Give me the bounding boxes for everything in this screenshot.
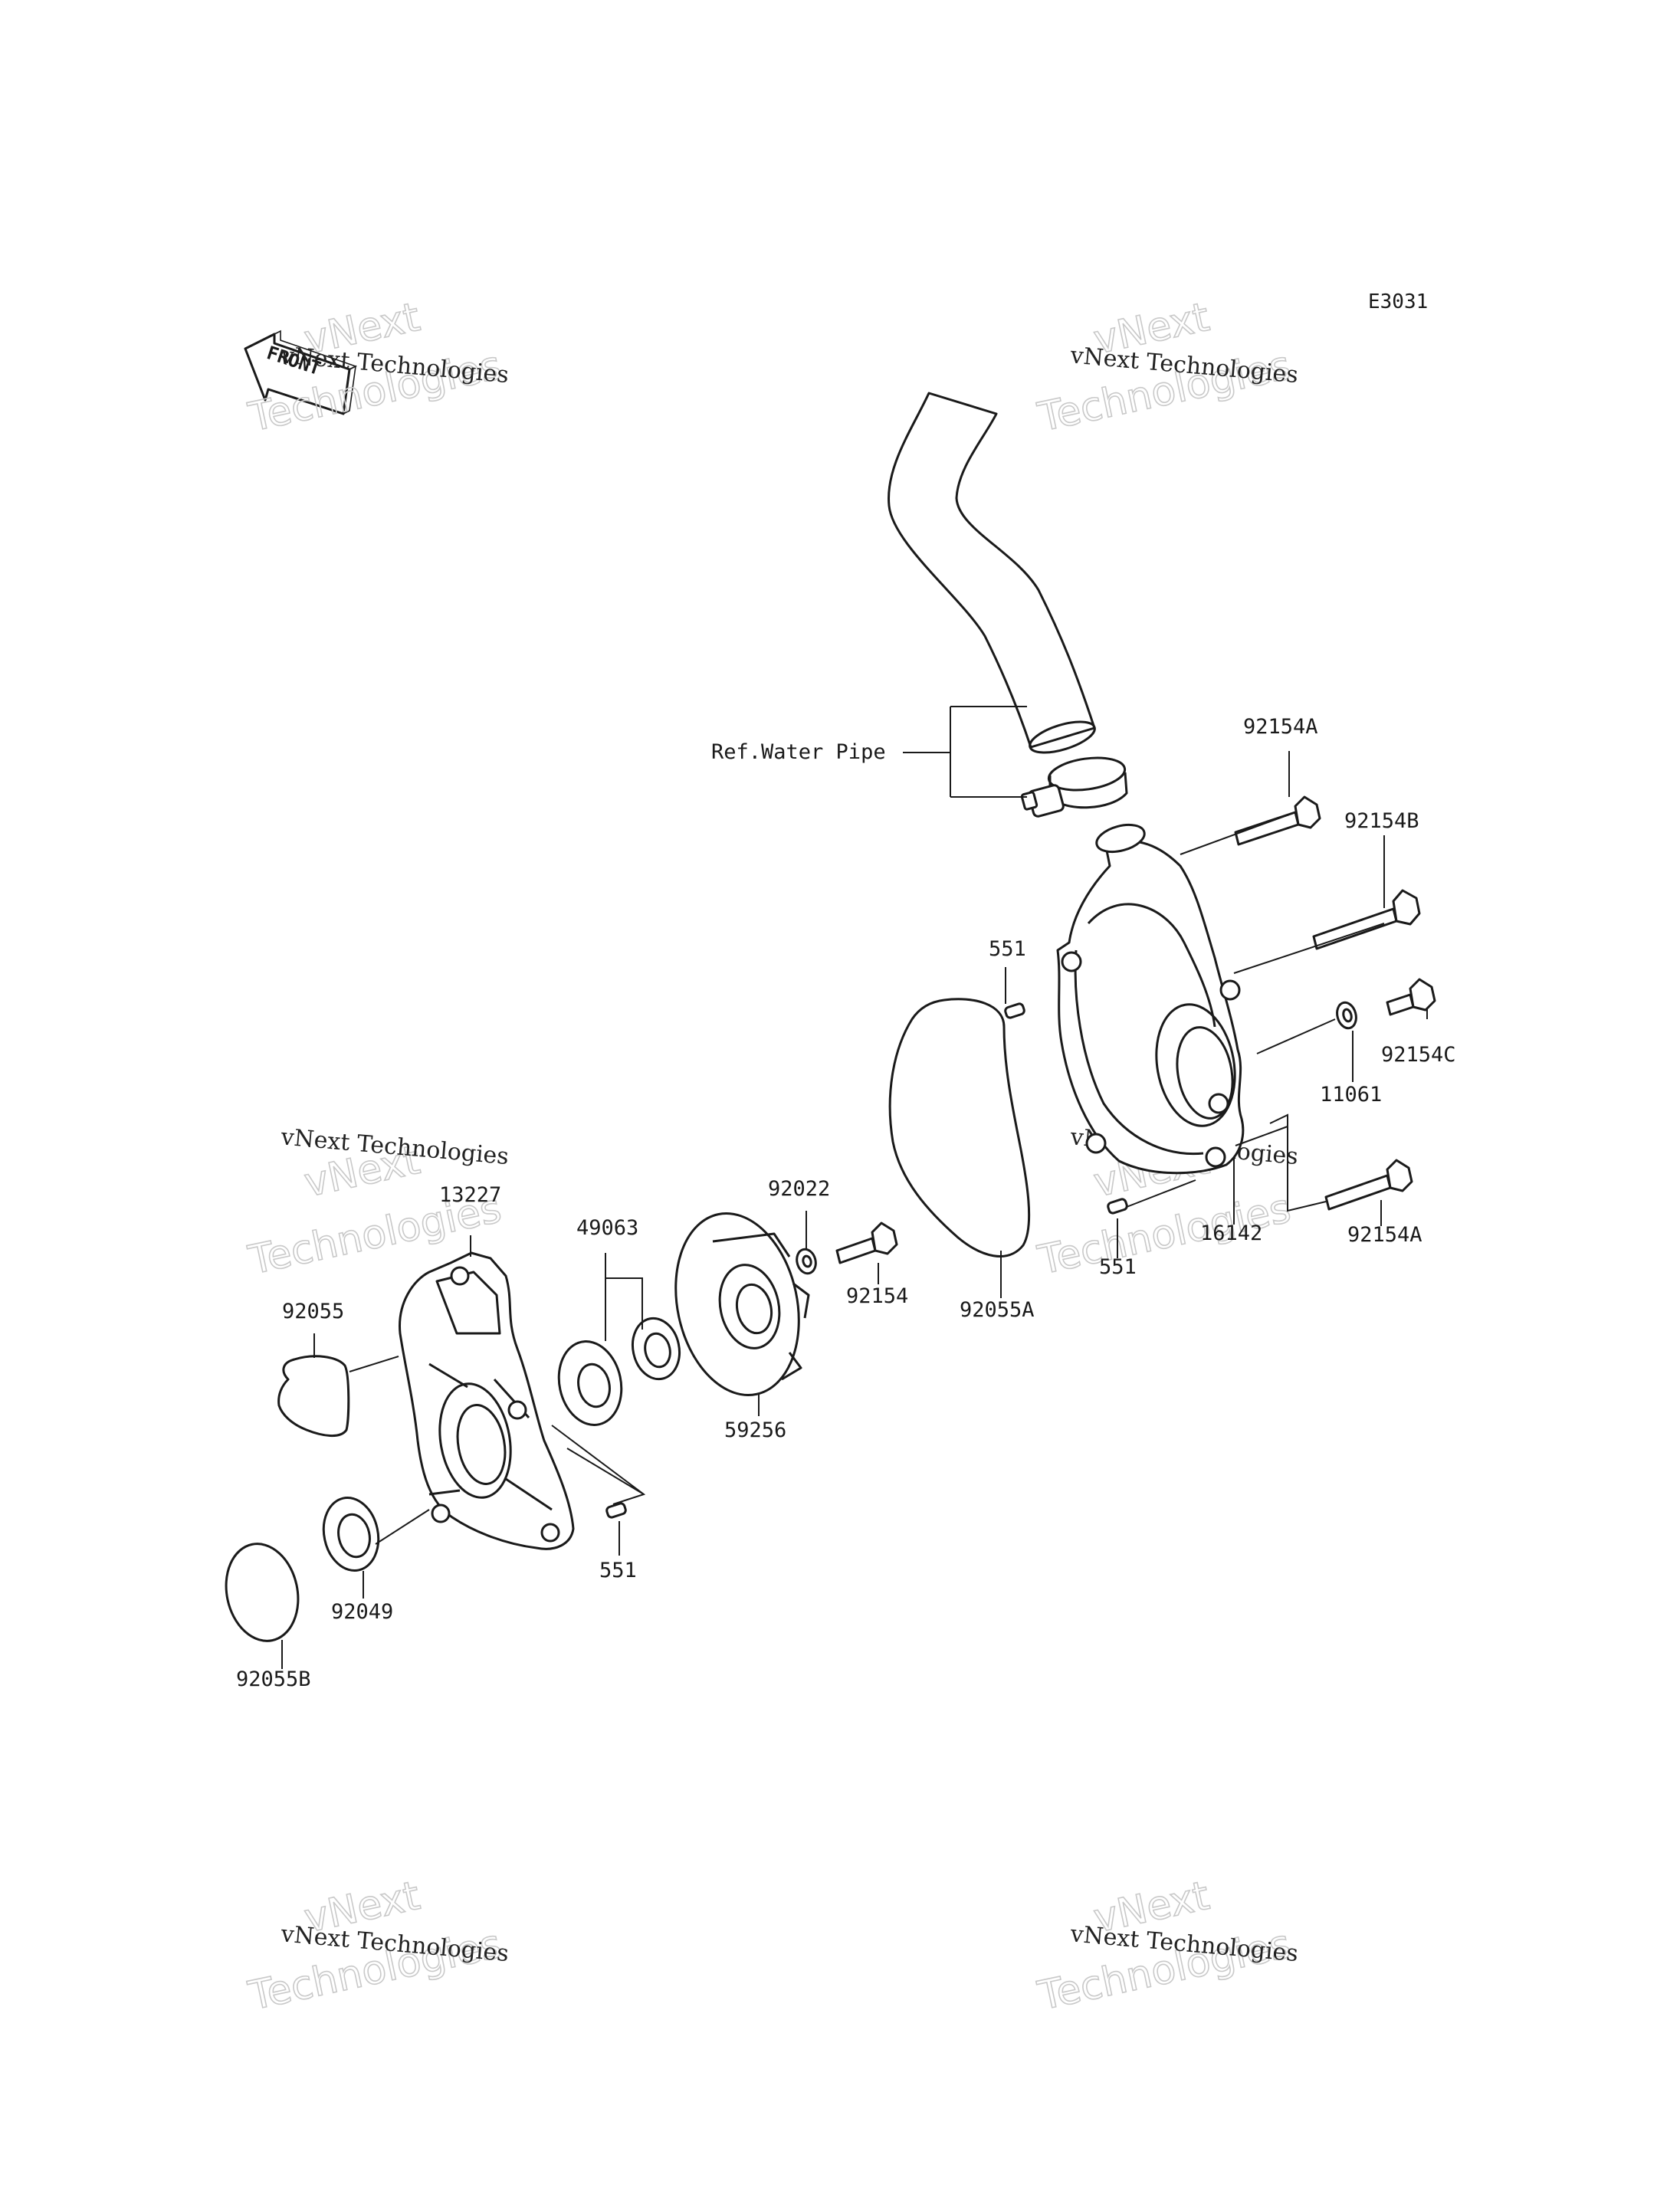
gasket-92055a [888, 998, 1031, 1258]
part-label: 13227 [439, 1183, 501, 1207]
bolt-92154 [835, 1221, 898, 1264]
dowel-pin-551-upper [1004, 1002, 1025, 1019]
part-label: 92154A [1347, 1223, 1422, 1247]
part-label: 551 [1099, 1255, 1137, 1279]
part-label: 92154B [1344, 809, 1419, 833]
water-pipe-hose [888, 392, 1096, 754]
part-label: 92049 [331, 1600, 393, 1624]
part-label: 92154A [1243, 715, 1318, 739]
pump-body-13227 [399, 1251, 575, 1550]
bolt-92154a-top [1234, 795, 1321, 846]
part-label: 92022 [768, 1177, 830, 1201]
part-label: 92055A [960, 1298, 1035, 1322]
part-label: 92154C [1381, 1043, 1456, 1067]
bolt-92154b [1312, 889, 1421, 950]
dowel-pin-551-lower [605, 1502, 627, 1519]
o-ring-92055 [277, 1355, 350, 1437]
part-label: 92154 [846, 1284, 908, 1308]
part-label: 16142 [1200, 1221, 1262, 1245]
washer-11061 [1336, 1001, 1357, 1030]
reference-label: Ref.Water Pipe [711, 740, 886, 764]
watermark-bottom-right: vNext Technologies vNext Technologies [1033, 1872, 1299, 2020]
o-ring-92055b [225, 1543, 300, 1642]
watermark-bottom-left: vNext Technologies vNext Technologies [244, 1872, 510, 2020]
water-pump-cover [1056, 823, 1245, 1175]
leader-lines [281, 751, 1428, 1669]
part-label: 59256 [724, 1418, 786, 1442]
bolt-92154c [1386, 978, 1436, 1016]
part-labels: 92154A 92154B 551 92154C 11061 13227 920… [236, 715, 1456, 1691]
part-label: 92055 [282, 1300, 344, 1323]
watermark-top-right: vNext Technologies vNext Technologies [1033, 293, 1299, 441]
oil-seal-92049 [322, 1496, 380, 1572]
part-label: 92055B [236, 1667, 311, 1691]
watermark-top-left: vNext Technologies vNext Technologies [244, 293, 510, 441]
part-label: 11061 [1320, 1083, 1382, 1107]
diagram-code: E3031 [1368, 290, 1428, 313]
washer-92022 [796, 1248, 817, 1275]
part-label: 551 [599, 1559, 637, 1582]
part-label: 551 [989, 937, 1026, 961]
impeller-59256 [674, 1212, 810, 1396]
part-label: 49063 [576, 1216, 638, 1240]
hose-clamp [1020, 756, 1128, 818]
mechanical-seal-49063 [557, 1317, 681, 1426]
dowel-pin-551-middle [1107, 1198, 1128, 1215]
bolt-92154a-bottom [1324, 1159, 1413, 1211]
